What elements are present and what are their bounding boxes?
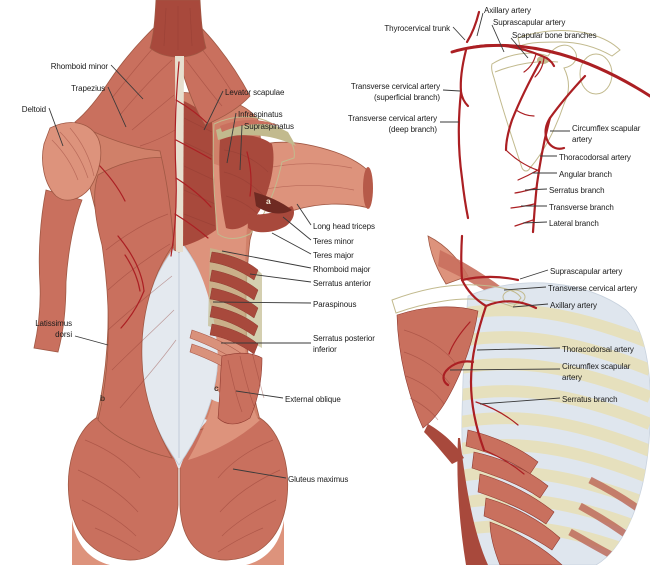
leader-lateral-thorax-circumflex-scapular-artery <box>449 368 561 371</box>
label-posterior-torso-supraspinatus: Supraspinatus <box>244 122 294 131</box>
leader-lateral-thorax-transverse-cervical-artery <box>503 286 547 291</box>
leader-posterior-torso-deltoid <box>48 107 64 147</box>
leader-scapular-arteries-serratus-branch <box>524 188 548 191</box>
label-posterior-torso-gluteus-maximus: Gluteus maximus <box>288 475 349 484</box>
leader-scapular-arteries-axillary-artery <box>476 12 484 37</box>
leader-posterior-torso-long-head-triceps <box>296 203 312 226</box>
leader-posterior-torso-infraspinatus <box>226 112 237 164</box>
label-scapular-arteries-suprascapular-artery: Suprascapular artery <box>493 18 566 27</box>
label-scapular-arteries-circumflex-scapular-artery: Circumflex scapular artery <box>572 124 641 144</box>
leader-posterior-torso-levator-scapulae <box>203 90 224 131</box>
label-scapular-arteries-transverse-cervical-deep: Transverse cervical artery (deep branch) <box>347 114 437 134</box>
leader-scapular-arteries-thyrocervical-trunk <box>452 26 466 41</box>
label-posterior-torso-long-head-triceps: Long head triceps <box>313 222 375 231</box>
label-posterior-torso-infraspinatus: Infraspinatus <box>238 110 283 119</box>
leader-posterior-torso-gluteus-maximus <box>232 468 287 479</box>
label-posterior-torso-rhomboid-major: Rhomboid major <box>313 265 371 274</box>
label-lateral-thorax-circumflex-scapular-artery: Circumflex scapular artery <box>562 362 631 382</box>
label-lateral-thorax-suprascapular-artery: Suprascapular artery <box>550 267 623 276</box>
leader-posterior-torso-teres-major <box>271 232 312 255</box>
leader-scapular-arteries-lateral-branch <box>522 221 548 224</box>
label-lateral-thorax-axillary-artery: Axillary artery <box>550 301 597 310</box>
label-scapular-arteries-scapular-bone-branches: Scapular bone branches <box>512 31 597 40</box>
label-posterior-torso-paraspinous: Paraspinous <box>313 300 357 309</box>
label-scapular-arteries-lateral-branch: Lateral branch <box>549 219 599 228</box>
leader-posterior-torso-external-oblique <box>235 390 284 399</box>
label-posterior-torso-rhomboid-minor: Rhomboid minor <box>50 62 108 71</box>
label-posterior-torso-teres-major: Teres major <box>313 251 354 260</box>
label-posterior-torso-deltoid: Deltoid <box>21 105 46 114</box>
leader-scapular-arteries-suprascapular-artery <box>491 24 505 53</box>
label-lateral-thorax-serratus-branch: Serratus branch <box>562 395 618 404</box>
leader-posterior-torso-rhomboid-major <box>221 250 312 269</box>
label-scapular-arteries-transverse-branch: Transverse branch <box>549 203 614 212</box>
label-lateral-thorax-thoracodorsal-artery: Thoracodorsal artery <box>562 345 634 354</box>
label-scapular-arteries-thoracodorsal-artery: Thoracodorsal artery <box>559 153 631 162</box>
label-posterior-torso-levator-scapulae: Levator scapulae <box>225 88 285 97</box>
scapular-arteries-illustration <box>450 10 650 234</box>
label-posterior-torso-teres-minor: Teres minor <box>313 237 354 246</box>
leader-lateral-thorax-axillary-artery <box>512 303 549 308</box>
leader-posterior-torso-teres-minor <box>282 216 312 241</box>
leader-lateral-thorax-serratus-branch <box>479 397 561 405</box>
label-lateral-thorax-transverse-cervical-artery: Transverse cervical artery <box>548 284 638 293</box>
leader-scapular-arteries-transverse-cervical-superficial <box>442 89 461 92</box>
label-posterior-torso-external-oblique: External oblique <box>285 395 341 404</box>
label-posterior-torso-trapezius: Trapezius <box>71 84 105 93</box>
lateral-thorax-illustration <box>391 234 650 565</box>
leader-scapular-arteries-scapular-bone-branches <box>510 37 529 59</box>
leader-posterior-torso-supraspinatus <box>239 124 243 171</box>
label-posterior-torso-marker-b: b <box>100 393 106 403</box>
label-scapular-arteries-axillary-artery: Axillary artery <box>484 6 531 15</box>
leader-posterior-torso-rhomboid-minor <box>110 64 144 100</box>
leader-lateral-thorax-thoracodorsal-artery <box>476 347 561 351</box>
leader-posterior-torso-serratus-anterior <box>249 273 312 283</box>
leader-posterior-torso-trapezius <box>107 86 127 128</box>
label-scapular-arteries-transverse-cervical-superficial: Transverse cervical artery (superficial … <box>350 82 440 102</box>
leader-lateral-thorax-suprascapular-artery <box>519 269 549 280</box>
label-posterior-torso-latissimus-dorsi: Latissimus dorsi <box>35 319 72 339</box>
label-posterior-torso-serratus-anterior: Serratus anterior <box>313 279 371 288</box>
label-scapular-arteries-serratus-branch: Serratus branch <box>549 186 605 195</box>
label-posterior-torso-marker-a: a <box>266 196 271 206</box>
label-posterior-torso-marker-c: c <box>214 383 219 393</box>
label-scapular-arteries-thyrocervical-trunk: Thyrocervical trunk <box>384 24 450 33</box>
leader-posterior-torso-paraspinous <box>212 301 312 304</box>
label-posterior-torso-serratus-posterior-inferior: Serratus posterior inferior <box>313 334 375 354</box>
leader-posterior-torso-latissimus-dorsi <box>74 335 109 346</box>
posterior-torso-illustration <box>33 0 373 565</box>
label-scapular-arteries-angular-branch: Angular branch <box>559 170 612 179</box>
